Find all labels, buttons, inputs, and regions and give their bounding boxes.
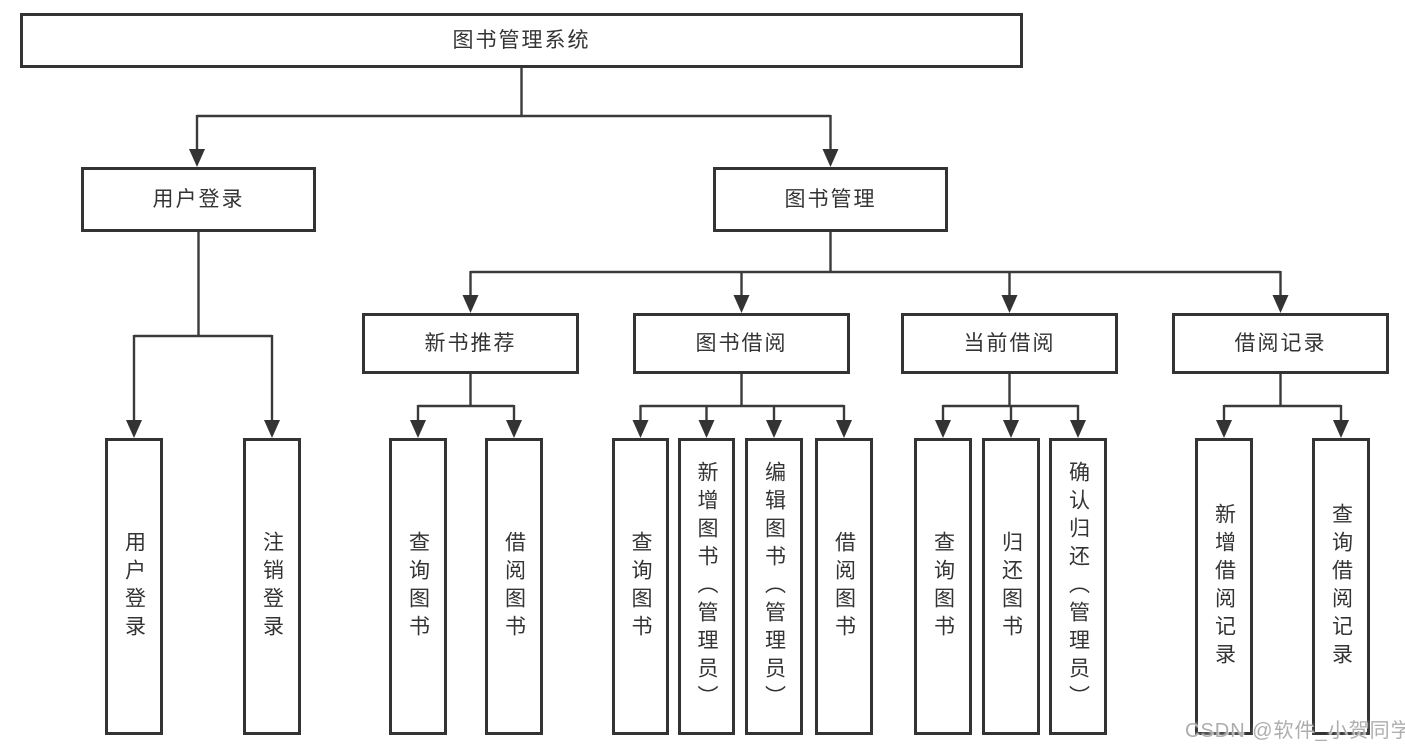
leaf-add-borrow-record: 新增借阅记录 [1195,438,1253,735]
node-label: 注销登录 [260,530,284,643]
leaf-add-books-admin: 新增图书（管理员） [678,438,735,735]
leaf-logout: 注销登录 [243,438,301,735]
node-label: 借阅记录 [1234,332,1327,355]
leaf-query-borrow-record: 查询借阅记录 [1312,438,1370,735]
csdn-watermark: CSDN @软件_小贺同学 [1185,720,1405,742]
node-label: 归还图书 [999,530,1023,643]
node-new-book-recommend: 新书推荐 [362,313,579,374]
leaf-query-books-2: 查询图书 [612,438,669,735]
node-label: 新增图书（管理员） [695,460,718,713]
node-label: 用户登录 [122,530,146,643]
node-label: 图书管理 [784,188,877,211]
node-label: 查询图书 [406,530,430,643]
node-label: 编辑图书（管理员） [762,460,786,713]
node-label: 确认归还（管理员） [1066,460,1090,713]
node-current-borrowing: 当前借阅 [901,313,1118,374]
node-label: 图书借阅 [695,332,788,355]
node-book-borrowing: 图书借阅 [633,313,850,374]
leaf-query-books-3: 查询图书 [914,438,972,735]
leaf-confirm-return-admin: 确认归还（管理员） [1049,438,1107,735]
leaf-return-books: 归还图书 [982,438,1040,735]
node-label: 借阅图书 [832,530,856,643]
leaf-borrow-books-2: 借阅图书 [815,438,873,735]
node-label: 新增借阅记录 [1212,502,1236,671]
node-label: 当前借阅 [963,332,1056,355]
node-label: 查询图书 [629,530,652,643]
node-book-management-branch: 图书管理 [713,167,948,232]
arrowhead-icons [126,149,1349,438]
node-label: 借阅图书 [502,530,526,643]
leaf-edit-books-admin: 编辑图书（管理员） [745,438,803,735]
node-label: 查询借阅记录 [1329,502,1353,671]
node-user-login-branch: 用户登录 [81,167,316,232]
node-label: 新书推荐 [424,332,517,355]
node-system-root: 图书管理系统 [20,13,1023,68]
node-label: 图书管理系统 [452,29,591,52]
leaf-query-books-1: 查询图书 [389,438,447,735]
node-label: 查询图书 [931,530,955,643]
node-label: 用户登录 [152,188,245,211]
node-borrowing-records: 借阅记录 [1172,313,1389,374]
leaf-borrow-books-1: 借阅图书 [485,438,543,735]
leaf-user-login: 用户登录 [105,438,163,735]
